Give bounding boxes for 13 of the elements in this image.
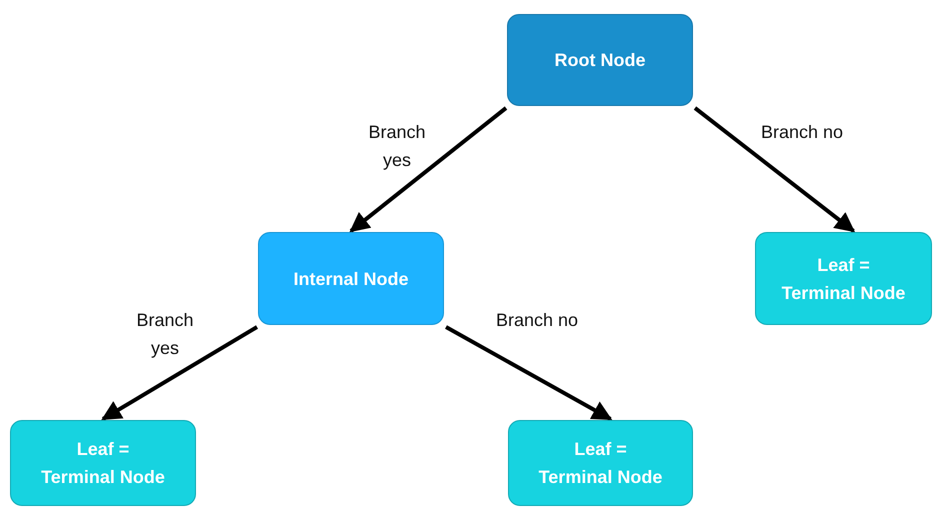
edge-label: Branch yes — [135, 309, 195, 360]
arrow — [349, 106, 508, 233]
node-box: Internal Node — [258, 232, 444, 325]
node-box: Root Node — [507, 14, 693, 106]
edge-label: Branch no — [760, 121, 844, 144]
arrow — [445, 325, 612, 421]
leaf-node-box: Leaf = Terminal Node — [508, 420, 693, 506]
arrow — [694, 106, 856, 233]
arrow — [101, 325, 258, 421]
edge-label: Branch yes — [367, 121, 427, 172]
edge-label: Branch no — [494, 309, 580, 332]
leaf-node-box: Leaf = Terminal Node — [755, 232, 932, 325]
leaf-node-box: Leaf = Terminal Node — [10, 420, 196, 506]
